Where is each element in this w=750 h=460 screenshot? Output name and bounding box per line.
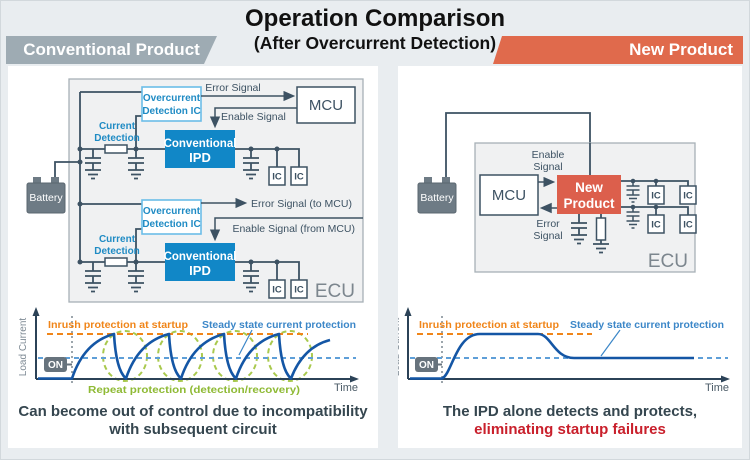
page-subtitle: (After Overcurrent Detection) (253, 33, 497, 53)
conventional-caption: Can become out of control due to incompa… (8, 403, 378, 438)
inrush-annotation: Inrush protection at startup (419, 319, 559, 331)
svg-text:IC: IC (683, 220, 693, 231)
conventional-product-banner: Conventional Product (6, 36, 217, 64)
battery-label: Battery (29, 192, 63, 204)
svg-text:Enable: Enable (532, 149, 565, 161)
new-product-box: New Product (557, 175, 621, 214)
svg-text:IC: IC (683, 191, 693, 202)
svg-text:Error: Error (536, 218, 560, 230)
error-signal-label-top: Error Signal (205, 82, 260, 94)
conventional-product-panel: ECU (8, 66, 378, 448)
svg-text:Signal: Signal (533, 230, 562, 242)
ic-loads: IC IC IC IC (647, 185, 697, 234)
svg-text:Detection: Detection (94, 246, 140, 257)
conventional-ipd-bottom: Conventional IPD (164, 243, 237, 281)
junction-dots (77, 146, 280, 265)
current-detection-label-bottom: Current Detection (94, 234, 140, 257)
caption-line-1: Can become out of control due to incompa… (18, 403, 368, 420)
svg-text:IC: IC (651, 191, 661, 202)
svg-text:Current: Current (99, 234, 136, 245)
load-current-graph: Inrush protection at startup Steady stat… (398, 307, 730, 394)
mcu-box: MCU (296, 86, 356, 124)
junction-dots (630, 178, 659, 210)
new-product-caption: The IPD alone detects and protects, elim… (398, 403, 742, 438)
steady-annotation: Steady state current protection (202, 319, 356, 331)
overcurrent-detection-ic-top: Overcurrent Detection IC (141, 86, 202, 122)
battery: Battery (26, 177, 66, 214)
mcu-box: MCU (479, 174, 539, 216)
caption-line-1: The IPD alone detects and protects, (442, 403, 698, 420)
repeat-annotation: Repeat protection (detection/recovery) (88, 384, 300, 396)
enable-signal-arrow-bottom (209, 217, 363, 242)
svg-text:Product: Product (563, 196, 615, 211)
svg-text:IC: IC (651, 220, 661, 231)
output-filter-components (570, 213, 610, 254)
svg-text:IPD: IPD (189, 150, 211, 165)
mcu-label: MCU (309, 97, 343, 114)
new-product-panel: ECU Battery MCU Enable Signal (398, 66, 742, 448)
svg-text:IC: IC (294, 285, 304, 296)
error-signal-to-mcu-label: Error Signal (to MCU) (251, 198, 352, 210)
svg-text:Current: Current (99, 121, 136, 132)
conventional-circuit-and-graph: ECU (18, 78, 364, 396)
steady-annotation: Steady state current protection (570, 319, 724, 331)
on-badge: ON (415, 357, 442, 372)
inrush-annotation: Inrush protection at startup (48, 319, 188, 331)
svg-text:Conventional: Conventional (164, 138, 237, 150)
load-current-graph: Inrush protection at startup Steady stat… (18, 307, 359, 396)
ecu-label: ECU (648, 251, 688, 272)
enable-signal-label: Enable Signal (532, 149, 565, 173)
battery: Battery (417, 177, 457, 214)
svg-text:Detection: Detection (94, 133, 140, 144)
svg-text:IC: IC (272, 172, 282, 183)
svg-text:Detection IC: Detection IC (142, 219, 200, 230)
overcurrent-detection-ic-bottom: Overcurrent Detection IC (141, 199, 202, 235)
svg-text:ON: ON (48, 360, 63, 371)
svg-text:IC: IC (272, 285, 282, 296)
repeat-protection-circles (102, 330, 313, 382)
current-sense-resistor-top (104, 144, 128, 154)
svg-text:ON: ON (419, 360, 434, 371)
steady-callout-line (238, 329, 253, 356)
svg-text:Detection IC: Detection IC (142, 106, 200, 117)
caption-line-2: eliminating startup failures (474, 420, 666, 438)
enable-signal-from-mcu-label: Enable Signal (from MCU) (232, 223, 355, 235)
current-sense-resistor-bottom (104, 257, 128, 267)
svg-text:IPD: IPD (189, 263, 211, 278)
svg-text:Overcurrent: Overcurrent (143, 206, 201, 217)
mcu-label: MCU (492, 187, 526, 204)
svg-text:Signal: Signal (533, 161, 562, 173)
new-product-banner: New Product (493, 36, 743, 64)
x-axis-arrow (350, 375, 359, 383)
svg-text:IC: IC (294, 172, 304, 183)
y-axis-arrow (404, 307, 412, 316)
steady-callout-line (600, 329, 621, 357)
svg-text:Conventional: Conventional (164, 251, 237, 263)
y-axis-label: Load Current (398, 318, 402, 377)
current-detection-label-top: Current Detection (94, 121, 140, 144)
new-product-circuit-and-graph: ECU Battery MCU Enable Signal (398, 112, 730, 394)
load-current-curve (38, 332, 331, 380)
svg-text:New: New (575, 180, 603, 195)
ecu-label: ECU (315, 281, 355, 302)
ic-loads: IC IC IC IC (268, 166, 308, 299)
y-axis-arrow (32, 307, 40, 316)
enable-signal-arrow-top (209, 107, 297, 129)
y-axis-label: Load Current (18, 318, 29, 377)
load-current-curve (410, 332, 694, 380)
caption-line-2: with subsequent circuit (109, 420, 277, 438)
x-axis-label: Time (705, 382, 729, 394)
on-badge: ON (44, 357, 72, 372)
x-axis-arrow (721, 375, 730, 383)
battery-label: Battery (420, 192, 454, 204)
conventional-ipd-top: Conventional IPD (164, 130, 237, 168)
x-axis-label: Time (334, 382, 358, 394)
page-title: Operation Comparison (244, 5, 506, 32)
svg-text:Overcurrent: Overcurrent (143, 93, 201, 104)
enable-signal-label-top: Enable Signal (221, 111, 286, 123)
error-signal-label: Error Signal (533, 218, 562, 242)
